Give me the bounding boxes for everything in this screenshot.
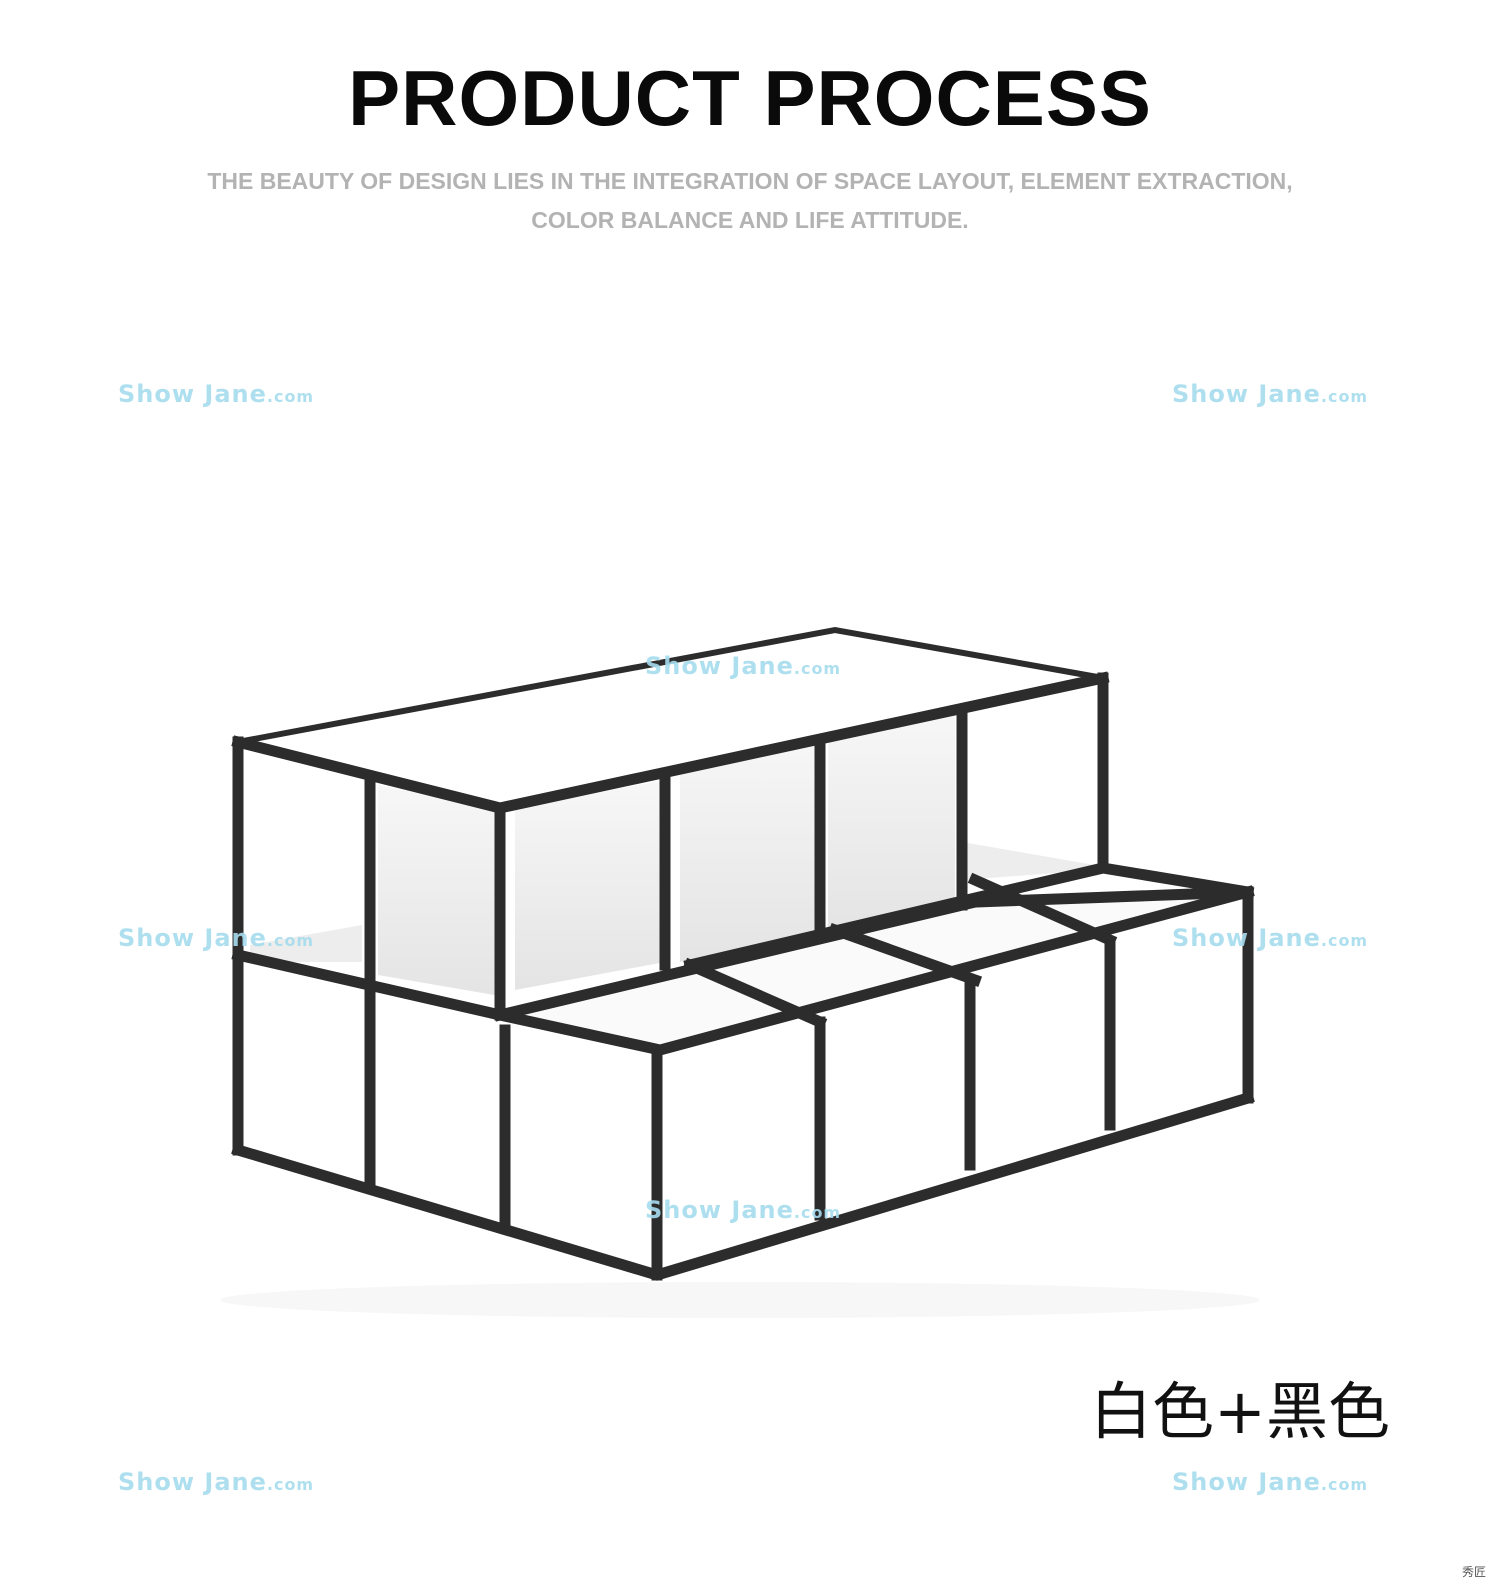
watermark: Show Jane.com	[118, 380, 315, 408]
corner-logo-text: 秀匠	[1461, 1565, 1486, 1579]
page-subtitle: THE BEAUTY OF DESIGN LIES IN THE INTEGRA…	[207, 168, 1293, 233]
watermark: Show Jane.com	[1172, 1468, 1369, 1496]
watermark: Show Jane.com	[118, 924, 315, 952]
color-option-label: 白色+黑色	[1090, 1375, 1390, 1448]
watermark: Show Jane.com	[1172, 924, 1369, 952]
watermark: Show Jane.com	[118, 1468, 315, 1496]
watermark: Show Jane.com	[645, 652, 842, 680]
step-surface	[500, 892, 1248, 1050]
watermark: Show Jane.com	[1172, 380, 1369, 408]
page-title: PRODUCT PROCESS	[348, 54, 1152, 142]
watermark: Show Jane.com	[645, 1196, 842, 1224]
